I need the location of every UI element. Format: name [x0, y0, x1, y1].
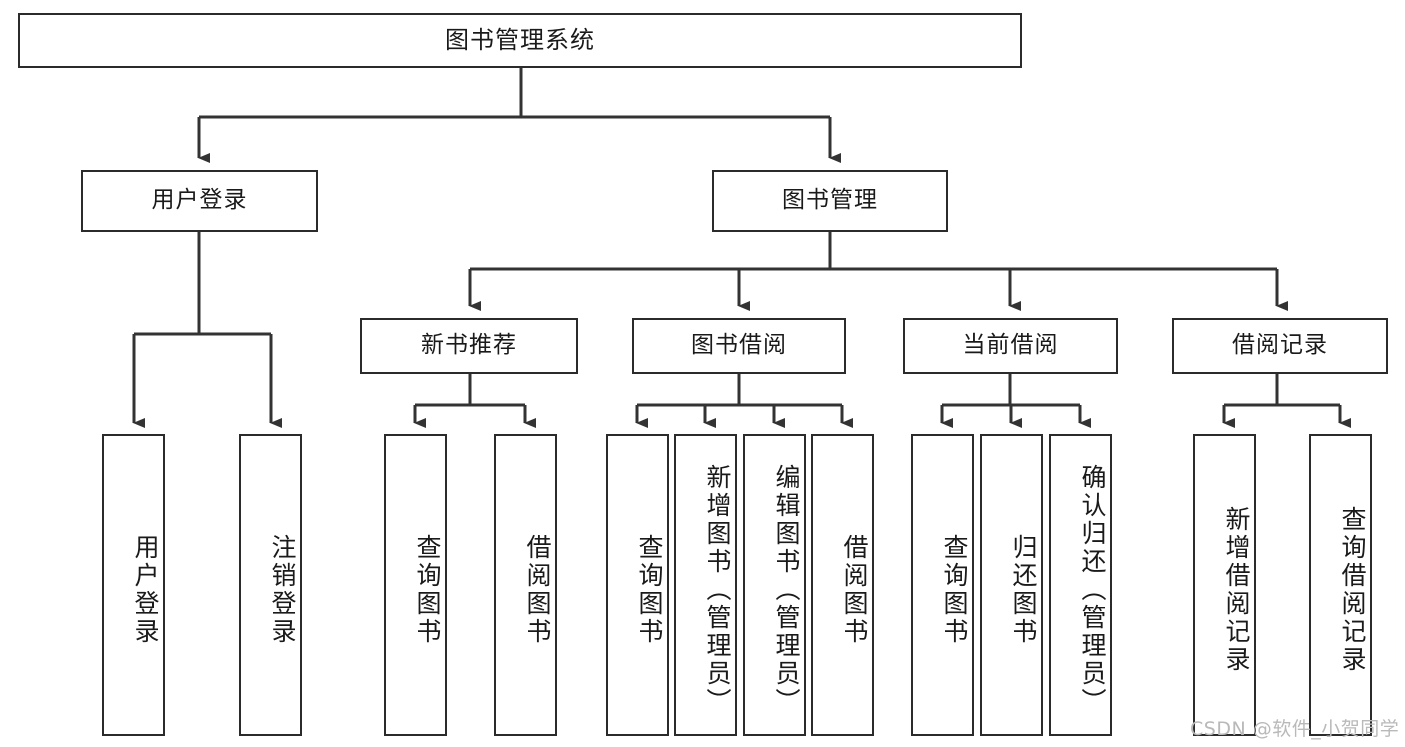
node-leaf-query-book-2-label: 查询图书 [635, 534, 664, 646]
node-leaf-borrow-book-2-label: 借阅图书 [840, 534, 869, 646]
node-leaf-query-book-1[interactable]: 查询图书 [384, 434, 447, 736]
node-leaf-edit-book[interactable]: 编辑图书（管理员） [743, 434, 806, 736]
node-leaf-user-login[interactable]: 用户登录 [102, 434, 165, 736]
node-borrow-record[interactable]: 借阅记录 [1172, 318, 1388, 374]
node-root-label: 图书管理系统 [445, 26, 595, 55]
node-leaf-query-book-1-label: 查询图书 [413, 534, 442, 646]
node-current-borrow[interactable]: 当前借阅 [903, 318, 1118, 374]
node-current-borrow-label: 当前借阅 [962, 332, 1059, 359]
node-leaf-query-book-2[interactable]: 查询图书 [606, 434, 669, 736]
node-leaf-user-login-label: 用户登录 [131, 534, 160, 646]
node-book-borrow-label: 图书借阅 [691, 332, 787, 359]
node-leaf-query-record-label: 查询借阅记录 [1338, 506, 1367, 674]
node-leaf-confirm-return[interactable]: 确认归还（管理员） [1049, 434, 1112, 736]
node-leaf-user-logout-label: 注销登录 [268, 534, 297, 646]
node-new-book-recommend-label: 新书推荐 [421, 332, 517, 359]
node-leaf-query-record[interactable]: 查询借阅记录 [1309, 434, 1372, 736]
node-leaf-add-record[interactable]: 新增借阅记录 [1193, 434, 1256, 736]
node-leaf-return-book-label: 归还图书 [1009, 534, 1038, 646]
node-leaf-query-book-3-label: 查询图书 [940, 534, 969, 646]
node-leaf-borrow-book-2[interactable]: 借阅图书 [811, 434, 874, 736]
node-book-manage[interactable]: 图书管理 [712, 170, 948, 232]
node-leaf-user-logout[interactable]: 注销登录 [239, 434, 302, 736]
node-leaf-add-book-label: 新增图书（管理员） [703, 464, 732, 716]
node-leaf-borrow-book-1[interactable]: 借阅图书 [494, 434, 557, 736]
watermark-text: CSDN @软件_小贺同学 [1190, 718, 1400, 740]
node-leaf-add-record-label: 新增借阅记录 [1222, 506, 1251, 674]
node-root[interactable]: 图书管理系统 [18, 13, 1022, 68]
node-user-login[interactable]: 用户登录 [81, 170, 318, 232]
node-leaf-edit-book-label: 编辑图书（管理员） [772, 464, 801, 716]
node-leaf-return-book[interactable]: 归还图书 [980, 434, 1043, 736]
node-book-borrow[interactable]: 图书借阅 [632, 318, 846, 374]
node-borrow-record-label: 借阅记录 [1232, 332, 1328, 359]
node-new-book-recommend[interactable]: 新书推荐 [360, 318, 578, 374]
node-user-login-label: 用户登录 [151, 187, 248, 214]
node-leaf-query-book-3[interactable]: 查询图书 [911, 434, 974, 736]
node-leaf-borrow-book-1-label: 借阅图书 [523, 534, 552, 646]
node-leaf-confirm-return-label: 确认归还（管理员） [1078, 464, 1107, 716]
node-leaf-add-book[interactable]: 新增图书（管理员） [674, 434, 737, 736]
node-book-manage-label: 图书管理 [782, 187, 878, 214]
